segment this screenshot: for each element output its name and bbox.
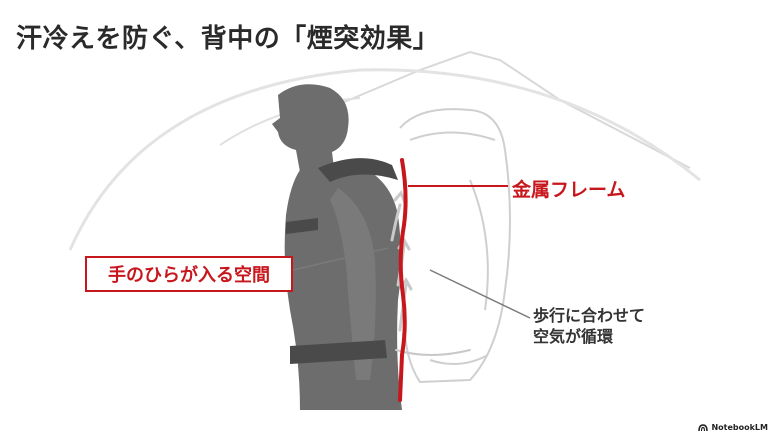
- palm-space-label: 手のひらが入る空間: [108, 265, 270, 286]
- upward-arrow-icon: [390, 203, 402, 242]
- mountain-outline: [329, 50, 691, 169]
- notebooklm-logo-icon: [698, 423, 709, 431]
- chest-strap: [286, 218, 318, 234]
- frame-label: 金属フレーム: [512, 179, 626, 201]
- background-arc: [68, 68, 701, 251]
- brand-text: NotebookLM: [711, 423, 768, 432]
- person-arm: [330, 188, 376, 380]
- palm-leader-line: [292, 247, 389, 271]
- airflow-label-line2: 空気が循環: [533, 327, 614, 346]
- airflow-leader-line: [429, 269, 531, 319]
- hip-belt: [290, 340, 387, 364]
- airflow-label: 歩行に合わせて 空気が循環: [533, 305, 645, 347]
- page-title: 汗冷えを防ぐ、背中の「煙突効果」: [16, 24, 440, 54]
- metal-frame: [398, 158, 408, 402]
- brand-watermark: NotebookLM: [698, 423, 768, 432]
- airflow-label-line1: 歩行に合わせて: [533, 306, 646, 325]
- backpack-outline: [399, 108, 511, 384]
- palm-space-callout: 手のひらが入る空間: [85, 256, 293, 292]
- shoulder-strap: [318, 158, 398, 182]
